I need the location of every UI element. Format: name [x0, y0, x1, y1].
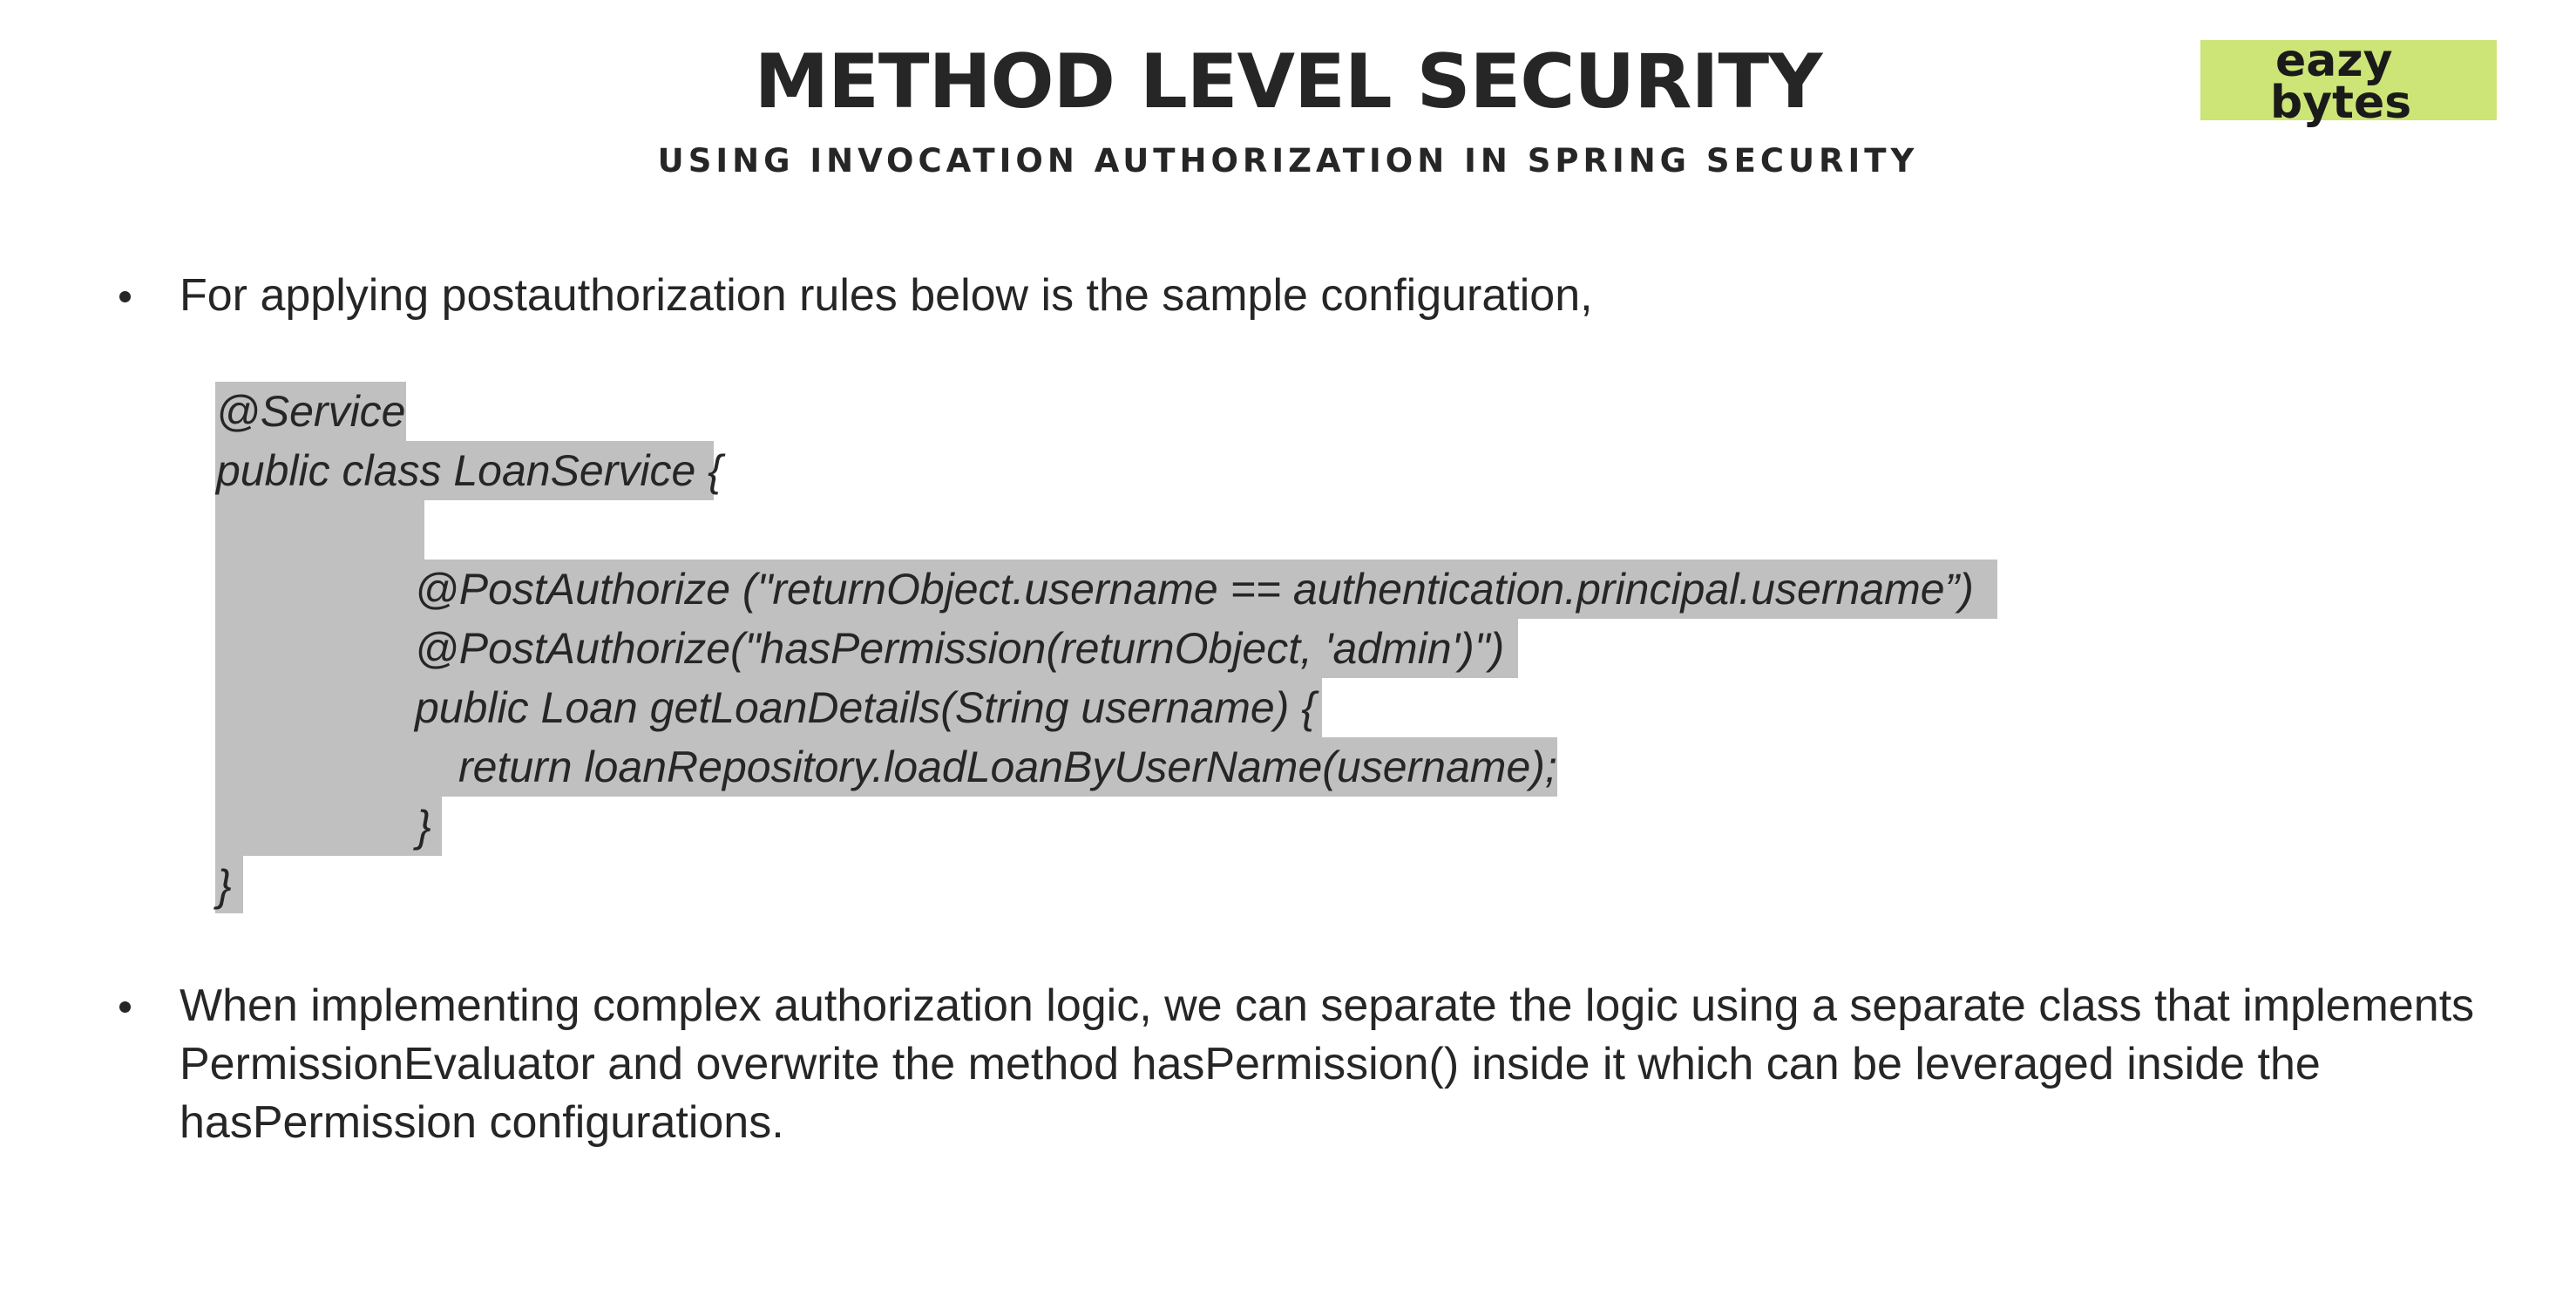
bullet-text-1: For applying postauthorization rules bel… [180, 270, 1593, 321]
bullet-dot-1 [119, 291, 131, 302]
code-highlight [215, 678, 1322, 737]
code-line: public class LoanService { [216, 446, 722, 495]
code-highlight [215, 560, 1997, 619]
bullet-text-2-line1: When implementing complex authorization … [180, 980, 2475, 1031]
logo-text-line2: bytes [2270, 77, 2412, 129]
code-highlight [215, 797, 442, 856]
bullet-text-2-line3: hasPermission configurations. [180, 1097, 784, 1148]
logo-text-line1: eazy [2275, 35, 2393, 87]
code-line: @Service [216, 387, 406, 436]
code-highlight [215, 619, 1518, 678]
bullet-dot-2 [119, 1001, 131, 1013]
code-line: @PostAuthorize("hasPermission(returnObje… [415, 624, 1505, 673]
bullet-text-2-line2: PermissionEvaluator and overwrite the me… [180, 1039, 2321, 1089]
slide-title: METHOD LEVEL SECURITY [754, 38, 1823, 125]
code-highlight [215, 441, 714, 500]
eazybytes-logo: eazy bytes [2200, 35, 2497, 125]
code-line: } [217, 861, 232, 910]
code-highlight [215, 856, 243, 913]
code-highlight [215, 737, 1557, 797]
code-highlight [215, 500, 424, 560]
code-line: } [417, 802, 431, 851]
code-line: @PostAuthorize ("returnObject.username =… [415, 565, 1974, 614]
slide-subtitle: USING INVOCATION AUTHORIZATION IN SPRING… [657, 142, 1919, 180]
code-line: public Loan getLoanDetails(String userna… [415, 683, 1316, 732]
code-highlight [215, 382, 406, 441]
code-line: return loanRepository.loadLoanByUserName… [458, 743, 1557, 791]
